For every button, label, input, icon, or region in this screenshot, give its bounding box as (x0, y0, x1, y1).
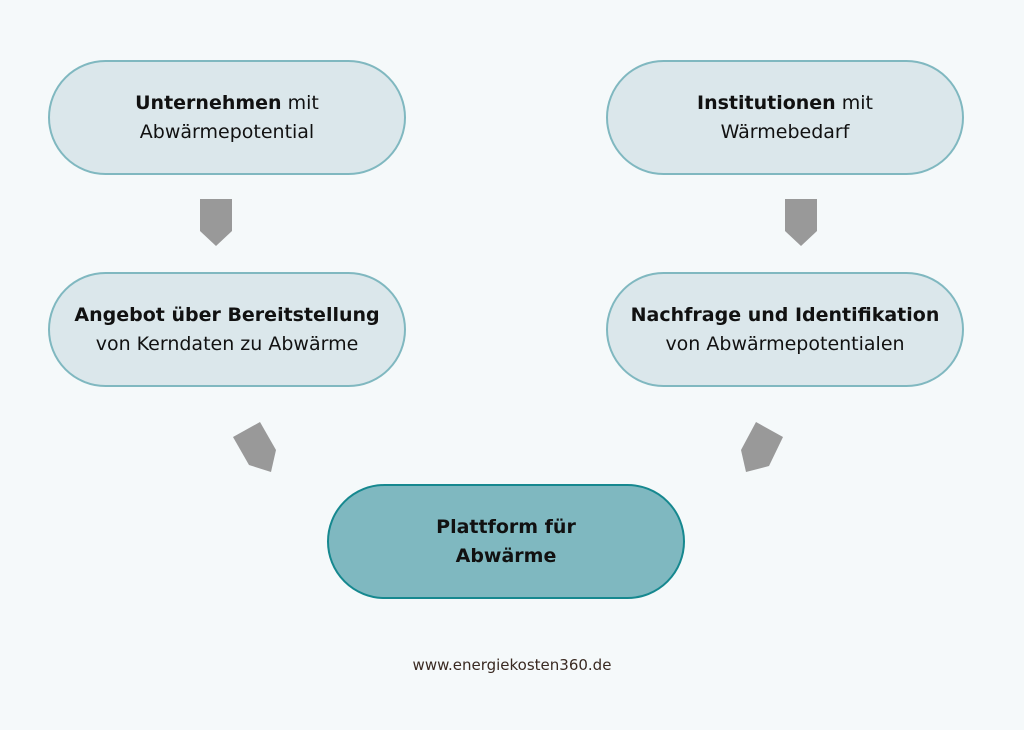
node-institutionen: Institutionen mit Wärmebedarf (606, 60, 964, 175)
footer-url: www.energiekosten360.de (412, 656, 612, 674)
node-subtitle: von Kerndaten zu Abwärme (95, 332, 359, 355)
arrow-diagonal-icon (233, 422, 276, 472)
arrow-down-icon (785, 199, 817, 246)
node-title: Nachfrage und Identifikation (630, 303, 940, 326)
node-nachfrage: Nachfrage und Identifikation von Abwärme… (606, 272, 964, 387)
arrow-diagonal-icon (741, 422, 783, 472)
arrow-down-icon (200, 199, 232, 246)
node-angebot: Angebot über Bereitstellung von Kerndate… (48, 272, 406, 387)
node-subtitle: Wärmebedarf (720, 120, 850, 143)
node-plattform: Plattform für Abwärme (327, 484, 685, 599)
node-subtitle: von Abwärmepotentialen (665, 332, 905, 355)
node-text: mit (835, 91, 873, 114)
node-title: Abwärme (455, 544, 557, 567)
node-title: Institutionen (697, 91, 836, 114)
node-text: mit (281, 91, 319, 114)
node-title: Plattform für (436, 515, 576, 538)
node-title: Angebot über Bereitstellung (74, 303, 380, 326)
node-title: Unternehmen (135, 91, 282, 114)
node-unternehmen: Unternehmen mit Abwärmepotential (48, 60, 406, 175)
node-subtitle: Abwärmepotential (139, 120, 315, 143)
